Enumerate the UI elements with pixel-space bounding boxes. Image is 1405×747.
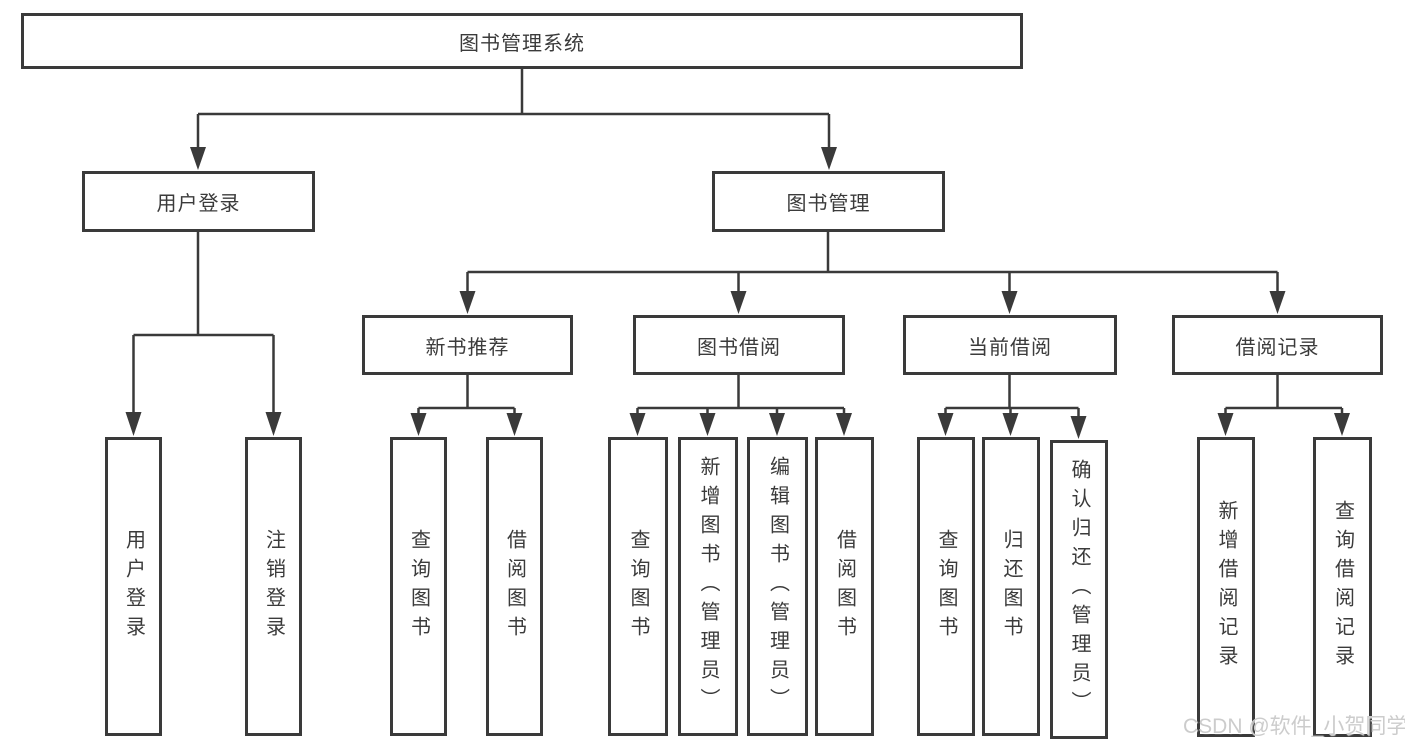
node-root: 图书管理系统 — [21, 13, 1023, 69]
arrow-down-icon — [1070, 416, 1087, 439]
arrow-down-icon — [1001, 291, 1018, 314]
arrow-down-icon — [1002, 413, 1019, 436]
node-borrow-records: 借阅记录 — [1172, 315, 1383, 375]
node-current-borrowing-label: 当前借阅 — [968, 336, 1052, 359]
leaf-add-book-admin-label: 新增图书（管理员） — [697, 456, 719, 717]
arrow-down-icon — [190, 147, 206, 170]
arrow-down-icon — [699, 413, 716, 436]
leaf-query-borrow-record: 查询借阅记录 — [1313, 437, 1372, 737]
leaf-confirm-return-admin-label: 确认归还（管理员） — [1068, 459, 1090, 720]
arrow-down-icon — [410, 413, 427, 436]
arrow-down-icon — [937, 413, 954, 436]
arrow-down-icon — [730, 291, 747, 314]
leaf-borrow-books-1: 借阅图书 — [486, 437, 543, 736]
leaf-query-books-1: 查询图书 — [390, 437, 447, 736]
arrow-down-icon — [506, 413, 523, 436]
node-current-borrowing: 当前借阅 — [903, 315, 1117, 375]
node-new-book-recommend: 新书推荐 — [362, 315, 573, 375]
leaf-edit-book-admin: 编辑图书（管理员） — [747, 437, 808, 736]
arrow-down-icon — [1217, 413, 1234, 436]
node-root-label: 图书管理系统 — [459, 32, 585, 55]
leaf-edit-book-admin-label: 编辑图书（管理员） — [766, 456, 789, 717]
leaf-logout-label: 注销登录 — [262, 528, 285, 645]
arrow-down-icon — [836, 413, 852, 436]
leaf-user-login-label: 用户登录 — [122, 528, 145, 645]
leaf-confirm-return-admin: 确认归还（管理员） — [1050, 440, 1108, 739]
leaf-add-borrow-record: 新增借阅记录 — [1197, 437, 1255, 737]
leaf-add-borrow-record-label: 新增借阅记录 — [1215, 500, 1237, 674]
node-book-borrowing-label: 图书借阅 — [697, 336, 781, 359]
leaf-query-books-2-label: 查询图书 — [627, 528, 649, 645]
leaf-borrow-books-2: 借阅图书 — [815, 437, 874, 736]
leaf-add-book-admin: 新增图书（管理员） — [678, 437, 738, 736]
node-book-management-label: 图书管理 — [786, 193, 871, 215]
leaf-return-books: 归还图书 — [982, 437, 1040, 736]
node-borrow-records-label: 借阅记录 — [1235, 336, 1320, 359]
leaf-query-borrow-record-label: 查询借阅记录 — [1331, 500, 1354, 674]
leaf-query-books-3-label: 查询图书 — [935, 528, 957, 645]
arrow-down-icon — [821, 147, 837, 170]
leaf-query-books-3: 查询图书 — [917, 437, 975, 736]
node-book-borrowing: 图书借阅 — [633, 315, 845, 375]
csdn-watermark: CSDN @软件_小贺同学 — [1183, 715, 1405, 738]
arrow-down-icon — [769, 413, 785, 436]
arrow-down-icon — [459, 291, 476, 314]
leaf-borrow-books-1-label: 借阅图书 — [503, 528, 526, 645]
node-user-login-label: 用户登录 — [156, 193, 241, 215]
arrow-down-icon — [125, 412, 142, 436]
node-user-login: 用户登录 — [82, 171, 315, 232]
leaf-return-books-label: 归还图书 — [1000, 528, 1022, 645]
leaf-query-books-1-label: 查询图书 — [407, 528, 430, 645]
leaf-user-login: 用户登录 — [105, 437, 162, 736]
arrow-down-icon — [1269, 291, 1286, 314]
arrow-down-icon — [629, 413, 646, 436]
arrow-down-icon — [1334, 413, 1350, 436]
leaf-logout: 注销登录 — [245, 437, 302, 736]
arrow-down-icon — [265, 412, 282, 436]
node-book-management: 图书管理 — [712, 171, 945, 232]
node-new-book-recommend-label: 新书推荐 — [425, 336, 510, 359]
leaf-query-books-2: 查询图书 — [608, 437, 668, 736]
leaf-borrow-books-2-label: 借阅图书 — [833, 528, 856, 645]
